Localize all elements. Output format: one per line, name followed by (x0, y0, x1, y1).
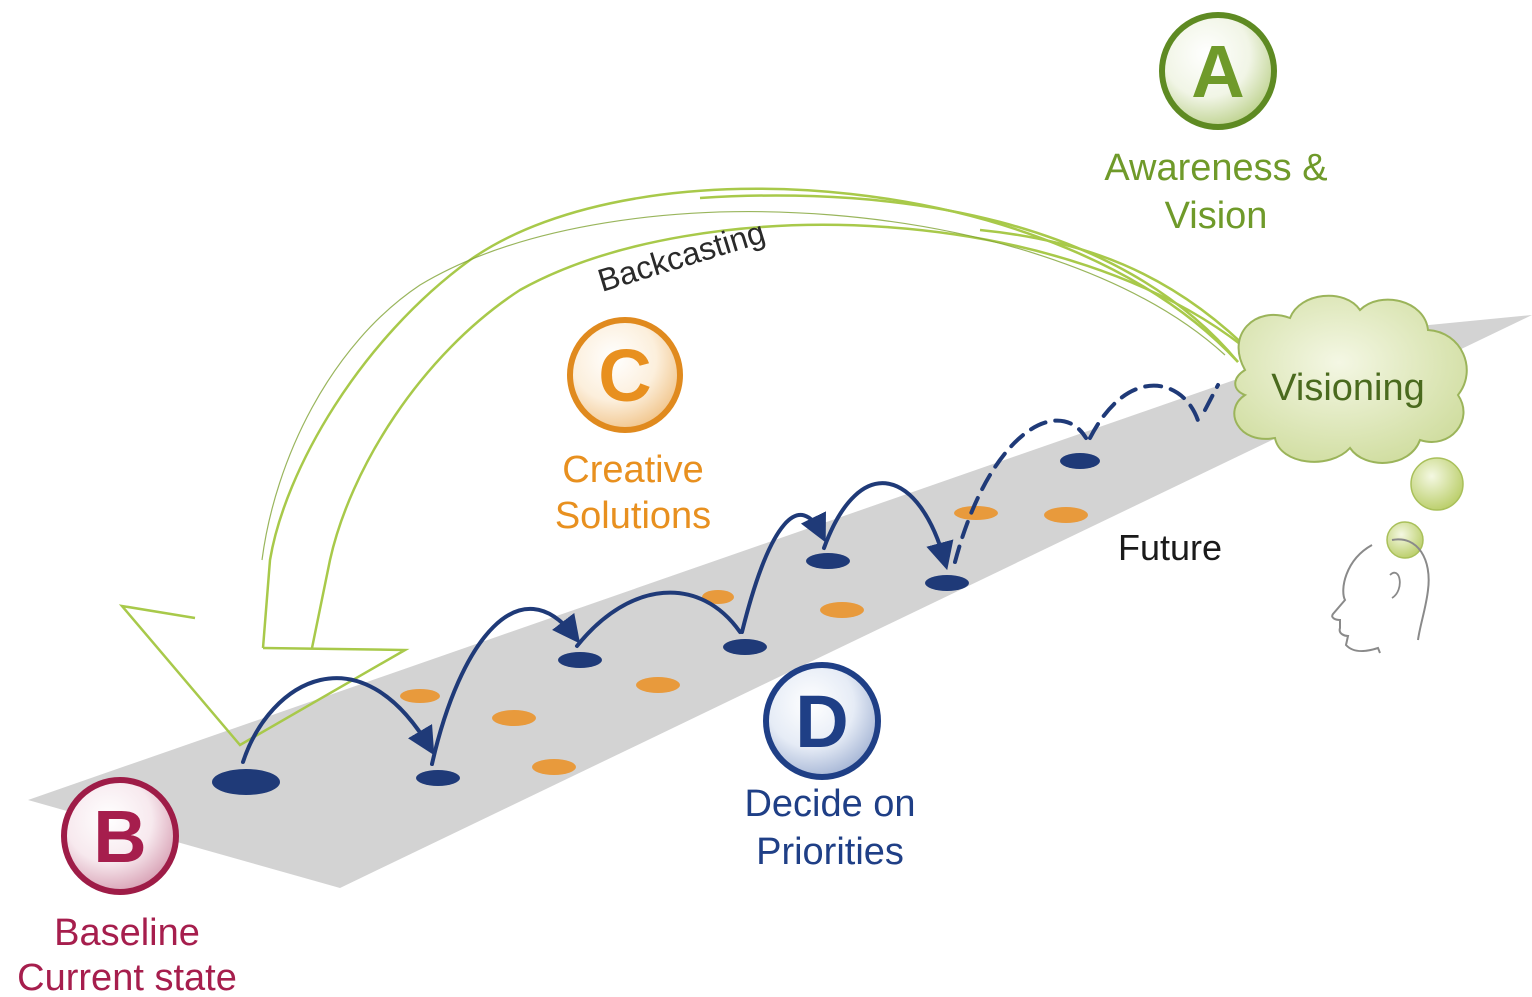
step-a: A Awareness & Vision (1104, 12, 1328, 237)
timeline-path (28, 315, 1532, 888)
option-dot (702, 590, 734, 604)
step-b-letter: B (93, 795, 146, 878)
step-b-title-line2: Current state (17, 957, 237, 997)
step-dot (806, 553, 850, 569)
step-dot (558, 652, 602, 668)
step-b-badge (61, 777, 179, 895)
backcasting-arrow-inner-line (261, 211, 1226, 561)
step-b: B Baseline Current state (17, 777, 237, 997)
ear-icon (1389, 571, 1401, 599)
hop-arrow (575, 590, 742, 648)
option-dot (1044, 507, 1088, 523)
option-dot (492, 710, 536, 726)
step-dot (723, 639, 767, 655)
step-dot (416, 770, 460, 786)
step-d: D Decide on Priorities (744, 662, 916, 873)
visioning-cloud: Visioning (1233, 294, 1468, 464)
step-c-letter: C (598, 334, 651, 417)
option-dots (400, 506, 1088, 775)
hop-arrow (740, 511, 826, 634)
future-hop-arrow (953, 418, 1088, 564)
hop-arrow (241, 676, 435, 764)
step-dot (1060, 453, 1100, 469)
step-d-badge (763, 662, 881, 780)
future-hop-arrow (1203, 383, 1220, 412)
thought-bubble (1410, 457, 1464, 511)
step-dot (925, 575, 969, 591)
option-dot (400, 689, 440, 703)
step-c-title-line1: Creative (562, 449, 704, 491)
step-a-title-line1: Awareness & (1104, 147, 1327, 189)
option-dot (532, 759, 576, 775)
step-a-title-line2: Vision (1165, 195, 1268, 237)
hop-arrow (822, 481, 954, 571)
step-d-letter: D (795, 680, 848, 763)
step-d-title-line2: Priorities (756, 831, 904, 873)
hop-arrow (430, 606, 581, 766)
option-dot (954, 506, 998, 520)
option-dot (820, 602, 864, 618)
visioning-label: Visioning (1271, 367, 1425, 409)
step-a-letter: A (1191, 30, 1244, 113)
hop-arrows (241, 481, 954, 766)
head-icon (1331, 538, 1430, 654)
step-c-title-line2: Solutions (555, 495, 711, 537)
step-c-badge (567, 317, 683, 433)
backcasting-arrow (118, 187, 1256, 747)
step-dots (212, 453, 1100, 795)
step-a-badge (1159, 12, 1277, 130)
step-d-title-line1: Decide on (744, 783, 915, 825)
step-b-title-line1: Baseline (54, 912, 200, 954)
step-dot (212, 769, 280, 795)
future-hop-arrows (953, 383, 1220, 564)
future-hop-arrow (1088, 383, 1202, 440)
step-c: C Creative Solutions (555, 317, 711, 537)
backcasting-label: Backcasting (594, 214, 770, 299)
future-label: Future (1118, 527, 1222, 568)
option-dot (636, 677, 680, 693)
